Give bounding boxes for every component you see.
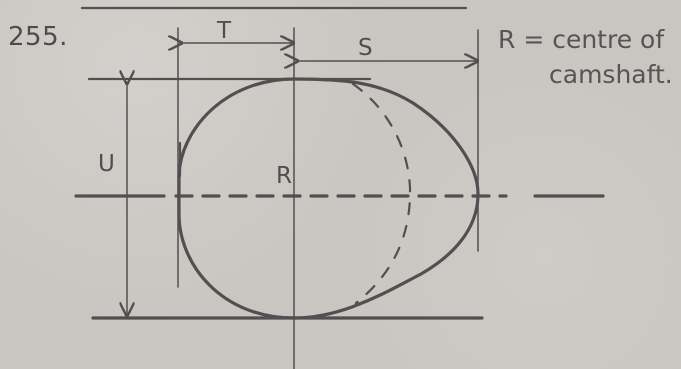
base-circle-dashed-arc (351, 82, 412, 305)
definition-note: R = centre of camshaft. (498, 22, 678, 92)
cam-profile (177, 77, 480, 320)
label-r: R (276, 163, 292, 189)
label-s: S (358, 35, 373, 61)
definition-note-line-2: camshaft. (549, 60, 673, 89)
label-u: U (98, 151, 115, 177)
label-t: T (216, 18, 232, 44)
definition-note-line-1: R = centre of (498, 25, 665, 54)
camshaft-centre-point (292, 194, 296, 198)
figure-number: 255. (8, 22, 68, 52)
